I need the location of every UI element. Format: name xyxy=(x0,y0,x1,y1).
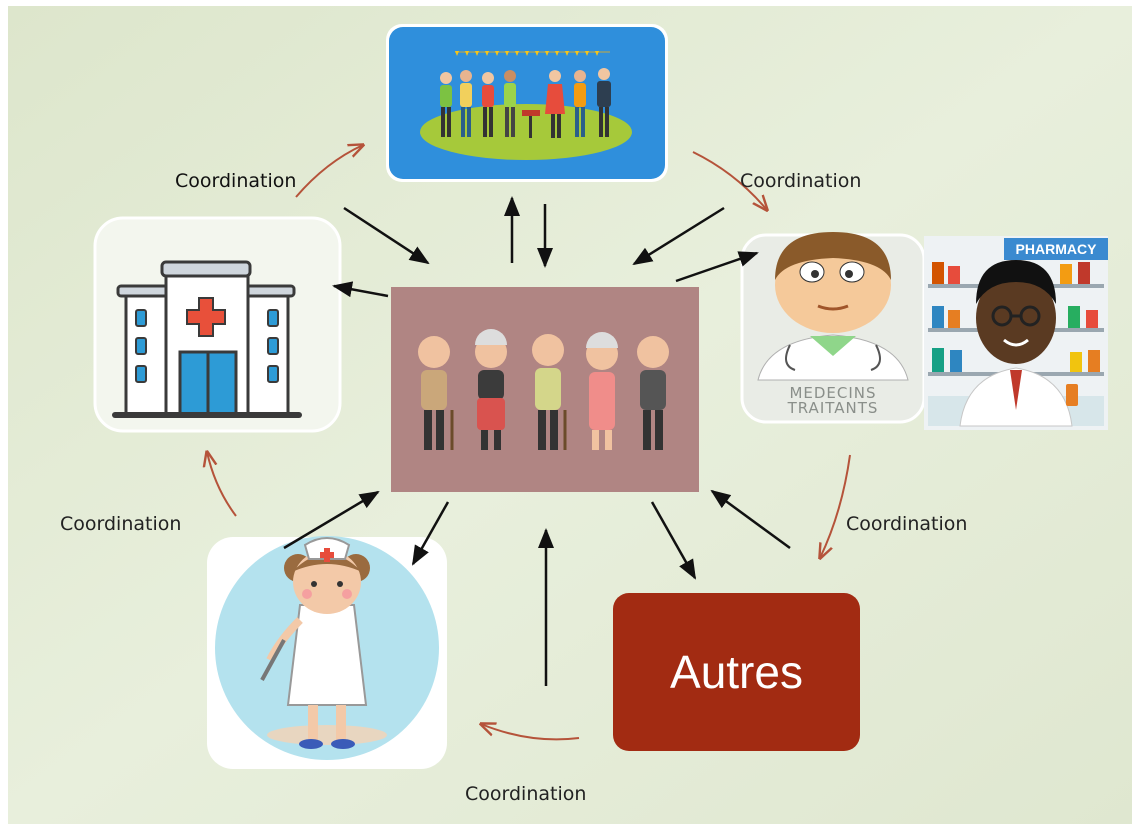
pharmacy-sign: PHARMACY xyxy=(1004,238,1108,260)
coordination-label-right: Coordination xyxy=(846,513,968,535)
medecins-traitants-label: MEDECINS TRAITANTS xyxy=(743,386,923,416)
pharmacy-card xyxy=(924,236,1108,430)
coordination-label-left: Coordination xyxy=(60,513,182,535)
coordination-label-bottom: Coordination xyxy=(465,783,587,805)
seniors-card xyxy=(391,287,699,492)
autres-label: Autres xyxy=(670,646,803,698)
doctor-illustration xyxy=(757,232,909,381)
doctor-card xyxy=(740,232,926,424)
coordination-arrow-autres-to-nurse xyxy=(481,724,580,741)
coordination-arrow-nurse-to-hospital xyxy=(207,452,237,517)
nurse-card xyxy=(207,536,447,769)
arrow-nurse-to-seniors xyxy=(283,490,380,550)
autres-box xyxy=(613,593,860,751)
bunting-flags xyxy=(455,51,599,56)
coordination-arrow-hospital-to-community xyxy=(295,145,363,198)
medecins-line-2: TRAITANTS xyxy=(787,399,879,417)
arrow-doctor-to-seniors xyxy=(632,206,725,266)
seniors-illustration xyxy=(418,329,669,450)
link-arrows xyxy=(283,196,791,686)
arrow-seniors-to-autres xyxy=(650,501,697,580)
arrow-seniors-to-nurse xyxy=(411,501,450,566)
medecins-line-1: MEDECINS xyxy=(789,384,877,402)
coordination-arrows xyxy=(207,145,851,741)
arrow-autres-to-seniors xyxy=(710,489,791,550)
hospital-icon xyxy=(112,260,302,418)
coordination-arrow-doctor-to-autres xyxy=(820,454,851,558)
arrow-seniors-to-doctor xyxy=(675,251,759,283)
arrow-community-to-seniors-left xyxy=(343,206,430,265)
pharmacist-illustration xyxy=(959,260,1078,427)
nurse-illustration xyxy=(260,537,387,749)
coordination-label-top-left: Coordination xyxy=(175,170,297,192)
hospital-card xyxy=(93,216,342,433)
coordination-label-top-right: Coordination xyxy=(740,170,862,192)
community-card xyxy=(386,24,668,182)
coordination-arrow-community-to-doctor xyxy=(692,151,767,210)
community-illustration xyxy=(440,68,611,138)
arrow-seniors-to-hospital xyxy=(332,281,389,298)
